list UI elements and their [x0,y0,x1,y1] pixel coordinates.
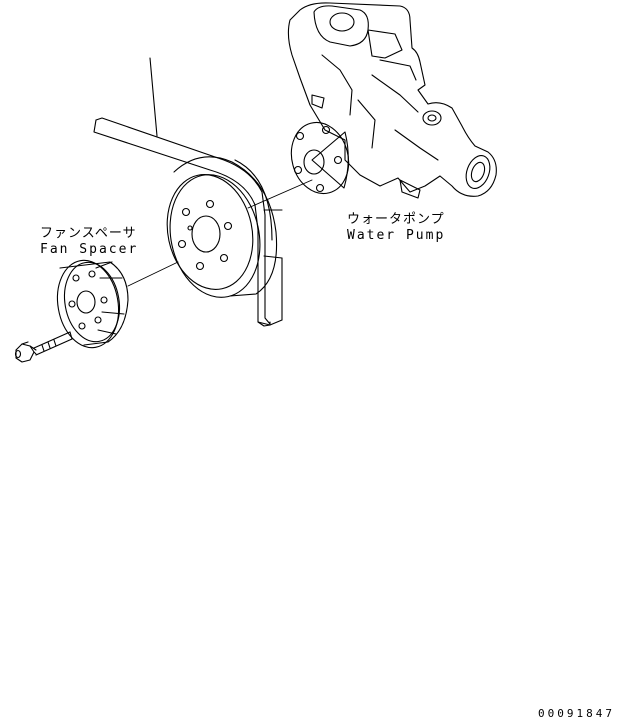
water-pump-housing [287,2,497,199]
water-pump-label-en: Water Pump [347,228,446,243]
document-number: 00091847 [538,707,615,720]
fan-spacer-label-en: Fan Spacer [40,242,139,257]
center-axis-line-2 [247,179,313,209]
fan-spacer [56,259,129,349]
bolt [14,331,73,363]
center-axis-line [127,261,179,287]
pulley [166,156,278,298]
water-pump-flange [290,121,350,195]
belt-leader-line [149,57,158,137]
fan-spacer-label-jp: ファンスペーサ [40,226,137,241]
water-pump-label-jp: ウォータポンプ [347,212,445,227]
fan-belt [93,117,283,327]
